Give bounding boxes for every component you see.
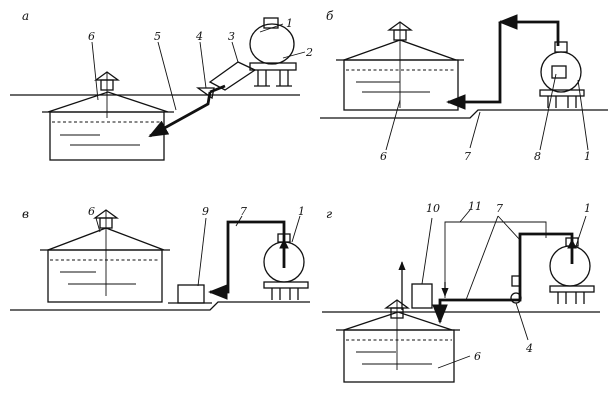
- label-2: 2: [305, 46, 313, 59]
- panel-b-letter: б: [326, 9, 334, 23]
- label-10: 10: [426, 202, 440, 215]
- chute: [208, 61, 257, 91]
- label-1: 1: [584, 202, 591, 215]
- label-6: 6: [88, 30, 95, 43]
- storage-tank: [42, 71, 174, 161]
- panel-v: в 6 9 7 1: [10, 205, 310, 311]
- delivery-pipe-arrow: [498, 14, 560, 46]
- label-11: 11: [468, 200, 482, 213]
- storage-tank: [336, 21, 464, 111]
- tank-car: [539, 41, 585, 108]
- label-1: 1: [298, 205, 305, 218]
- label-4: 4: [525, 342, 533, 355]
- drain-pipe-arrow: [148, 91, 212, 138]
- panel-g: г: [322, 200, 600, 383]
- tank-car-shell-icon: [540, 51, 582, 93]
- label-6: 6: [88, 205, 95, 218]
- label-3: 3: [228, 30, 235, 43]
- delivery-pipe-arrow: [446, 22, 502, 110]
- funnel-icon: [195, 87, 215, 100]
- pump-box-icon: [511, 275, 521, 287]
- ground-line: [10, 301, 310, 311]
- label-6: 6: [380, 150, 387, 163]
- delivery-pipe-arrow: [432, 232, 574, 324]
- delivery-pipe-arrow: [208, 220, 286, 300]
- receiver-box: [177, 284, 205, 304]
- pump-box-icon: [551, 65, 567, 79]
- label-4: 4: [195, 30, 203, 43]
- panel-a-letter: а: [22, 9, 29, 23]
- storage-tank: [40, 209, 170, 303]
- label-7: 7: [496, 202, 503, 215]
- receiver-box: [411, 283, 433, 309]
- label-1: 1: [286, 17, 293, 30]
- ground-line: [320, 109, 608, 119]
- panel-g-letter: г: [326, 207, 332, 221]
- label-7: 7: [240, 205, 247, 218]
- tank-car-shell-icon: [549, 245, 591, 287]
- label-9: 9: [202, 205, 209, 218]
- tank-car-shell-icon: [249, 23, 295, 65]
- label-8: 8: [534, 150, 541, 163]
- label-5: 5: [154, 30, 161, 43]
- panel-b: б 6 7 8 1: [320, 9, 608, 163]
- label-7: 7: [464, 150, 471, 163]
- panel-v-letter: в: [22, 207, 29, 221]
- label-1: 1: [584, 150, 591, 163]
- funnel-pipe: [209, 84, 226, 94]
- panel-a: а: [10, 9, 313, 161]
- tank-car: [249, 17, 297, 87]
- tank-car-hatch-icon: [554, 41, 568, 53]
- label-6: 6: [474, 350, 481, 363]
- storage-tank: [336, 299, 460, 383]
